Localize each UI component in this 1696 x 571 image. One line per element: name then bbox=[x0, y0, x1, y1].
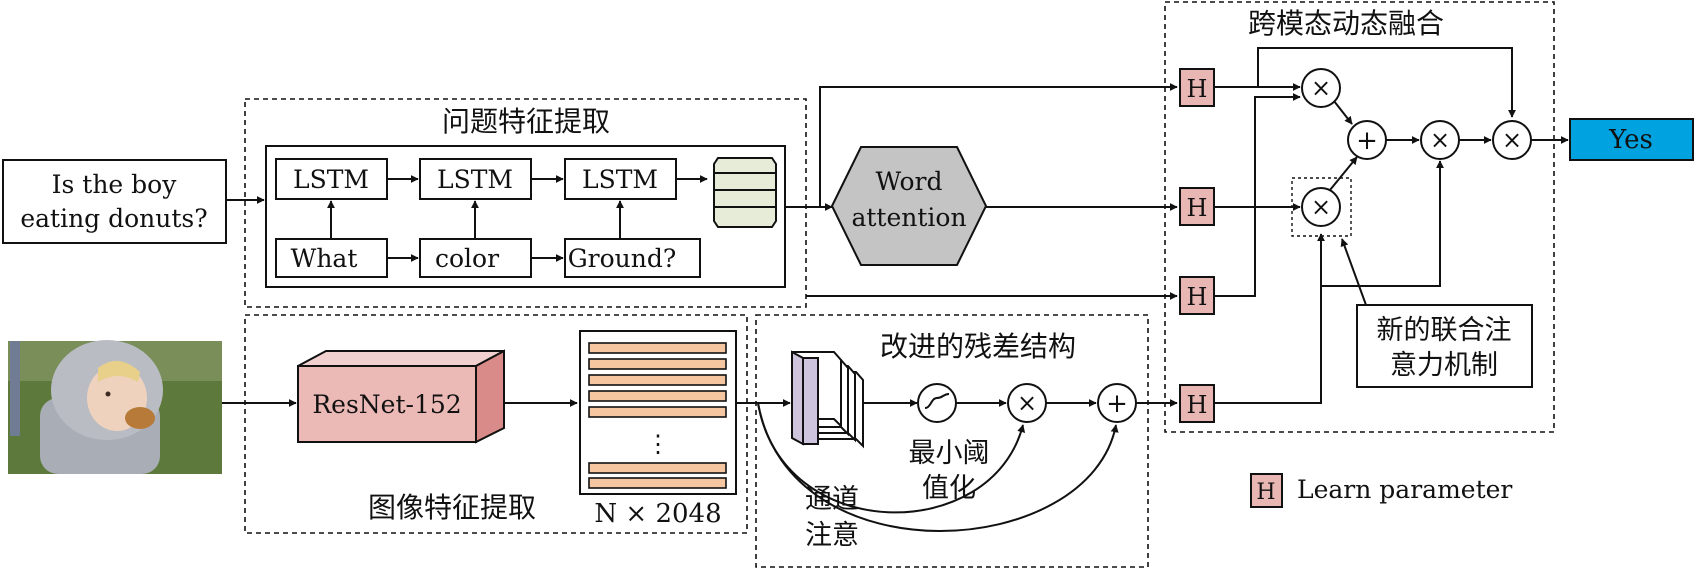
skip-curve-to-add bbox=[757, 402, 1119, 532]
h-box-2 bbox=[1179, 187, 1215, 226]
fusion-multiply-symbol-3: × bbox=[1430, 126, 1450, 154]
fusion-module-frame bbox=[1164, 1, 1555, 433]
residual-multiply-symbol: × bbox=[1017, 389, 1037, 417]
residual-add-symbol: + bbox=[1106, 389, 1128, 419]
joint-attention-line-1: 新的联合注 bbox=[1377, 315, 1512, 346]
fusion-module-title: 跨模态动态融合 bbox=[1248, 7, 1444, 40]
legend-h-box bbox=[1250, 473, 1283, 508]
h4-to-multiply3-arrow bbox=[1321, 160, 1444, 287]
h-label-4: H bbox=[1187, 391, 1208, 419]
word-attention-line-2: attention bbox=[851, 203, 966, 232]
threshold-node bbox=[917, 383, 957, 423]
feature-bars bbox=[588, 342, 727, 489]
channel-attention-block bbox=[791, 350, 864, 449]
boy-photo bbox=[8, 340, 222, 474]
fusion-multiply-node-1 bbox=[1301, 68, 1341, 108]
lstm-cell-3 bbox=[564, 158, 677, 200]
resnet-block bbox=[297, 349, 505, 444]
token-label-1: What bbox=[291, 244, 358, 273]
h3-to-multiply1-arrow bbox=[1214, 93, 1301, 297]
lstm-label-3: LSTM bbox=[582, 165, 658, 194]
lstm-label-2: LSTM bbox=[437, 165, 513, 194]
h1-to-final-multiply-arrow bbox=[1257, 47, 1516, 118]
token-label-2: color bbox=[435, 244, 499, 273]
question-feature-stack bbox=[713, 157, 777, 228]
feature-ellipsis: ⋮ bbox=[646, 430, 670, 458]
residual-module-frame bbox=[755, 314, 1149, 568]
h-label-2: H bbox=[1187, 194, 1208, 222]
joint-attention-line-2: 意力机制 bbox=[1390, 350, 1498, 381]
lstm-label-1: LSTM bbox=[293, 165, 369, 194]
feature-dimension-label: N × 2048 bbox=[594, 499, 721, 529]
legend-text: Learn parameter bbox=[1297, 475, 1512, 504]
output-box bbox=[1569, 118, 1694, 161]
token-box-3 bbox=[564, 238, 701, 278]
threshold-curve-icon bbox=[924, 393, 950, 409]
question-module-frame bbox=[244, 98, 807, 308]
h-label-1: H bbox=[1187, 75, 1208, 103]
question-to-h1-arrow bbox=[819, 83, 1178, 207]
lstm-cell-2 bbox=[419, 158, 532, 200]
channel-attention-line-1: 通道 bbox=[805, 484, 859, 515]
h4-to-multiply2-arrow bbox=[1214, 233, 1325, 404]
question-module-title: 问题特征提取 bbox=[442, 105, 610, 138]
h-box-3 bbox=[1179, 276, 1215, 315]
min-threshold-line-2: 值化 bbox=[922, 473, 976, 504]
question-line-1: Is the boy bbox=[52, 170, 178, 199]
residual-module-title: 改进的残差结构 bbox=[880, 330, 1076, 363]
channel-attention-line-2: 注意 bbox=[805, 520, 859, 551]
token-box-2 bbox=[419, 238, 532, 278]
joint-attention-dotted-box bbox=[1291, 177, 1352, 237]
word-attention-line-1: Word bbox=[875, 167, 942, 196]
fusion-multiply-symbol-2: × bbox=[1311, 193, 1331, 221]
fusion-multiply-symbol-final: × bbox=[1502, 126, 1522, 154]
legend-h-label: H bbox=[1256, 480, 1275, 505]
min-threshold-line-1: 最小阈 bbox=[909, 438, 990, 469]
fusion-multiply-symbol-1: × bbox=[1311, 74, 1331, 102]
image-module-title: 图像特征提取 bbox=[368, 491, 536, 524]
resnet-label: ResNet-152 bbox=[312, 390, 461, 419]
output-label: Yes bbox=[1608, 125, 1653, 155]
joint-attention-box bbox=[1356, 304, 1533, 388]
question-line-2: eating donuts? bbox=[20, 204, 207, 233]
token-label-3: Ground? bbox=[568, 244, 677, 273]
lstm-cell-1 bbox=[275, 158, 388, 200]
fusion-multiply-node-2 bbox=[1301, 187, 1341, 227]
multiply2-to-add-arrow bbox=[1329, 156, 1358, 191]
h-label-3: H bbox=[1187, 283, 1208, 311]
fusion-add-symbol: + bbox=[1356, 126, 1378, 156]
question-box bbox=[2, 159, 227, 244]
multiply1-to-add-arrow bbox=[1333, 100, 1353, 125]
joint-attention-pointer-arrow bbox=[1340, 238, 1367, 306]
